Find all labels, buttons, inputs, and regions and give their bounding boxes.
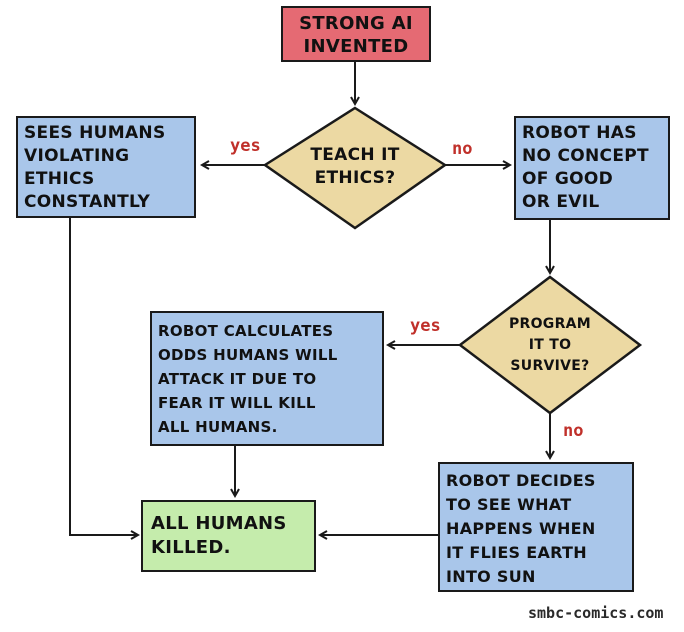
arrow-sees-to-end — [69, 218, 138, 535]
edge-label-ethics-no: no — [452, 139, 473, 159]
site-credit: smbc-comics.com — [528, 604, 664, 622]
earth-sun-node: ROBOT DECIDES TO SEE WHAT HAPPENS WHEN I… — [438, 462, 634, 592]
decision-survive-label: PROGRAM IT TO SURVIVE? — [508, 316, 592, 374]
edge-label-survive-yes: yes — [410, 316, 441, 336]
calculates-node: ROBOT CALCULATES ODDS HUMANS WILL ATTACK… — [150, 311, 384, 446]
end-node: ALL HUMANS KILLED. — [141, 500, 316, 572]
start-node: STRONG AI INVENTED — [281, 6, 431, 62]
calculates-text: ROBOT CALCULATES ODDS HUMANS WILL ATTACK… — [158, 322, 338, 436]
end-node-text: ALL HUMANS KILLED. — [151, 513, 287, 558]
earth-sun-text: ROBOT DECIDES TO SEE WHAT HAPPENS WHEN I… — [446, 471, 596, 586]
no-concept-text: ROBOT HAS NO CONCEPT OF GOOD OR EVIL — [522, 123, 649, 212]
sees-humans-text: SEES HUMANS VIOLATING ETHICS CONSTANTLY — [24, 123, 166, 212]
edge-label-ethics-yes: yes — [230, 136, 261, 156]
decision-ethics-diamond — [262, 106, 448, 230]
decision-ethics-label: TEACH IT ETHICS? — [310, 145, 400, 188]
sees-humans-node: SEES HUMANS VIOLATING ETHICS CONSTANTLY — [16, 116, 196, 218]
start-node-text: STRONG AI INVENTED — [299, 13, 413, 57]
edge-label-survive-no: no — [563, 421, 584, 441]
no-concept-node: ROBOT HAS NO CONCEPT OF GOOD OR EVIL — [514, 116, 670, 220]
